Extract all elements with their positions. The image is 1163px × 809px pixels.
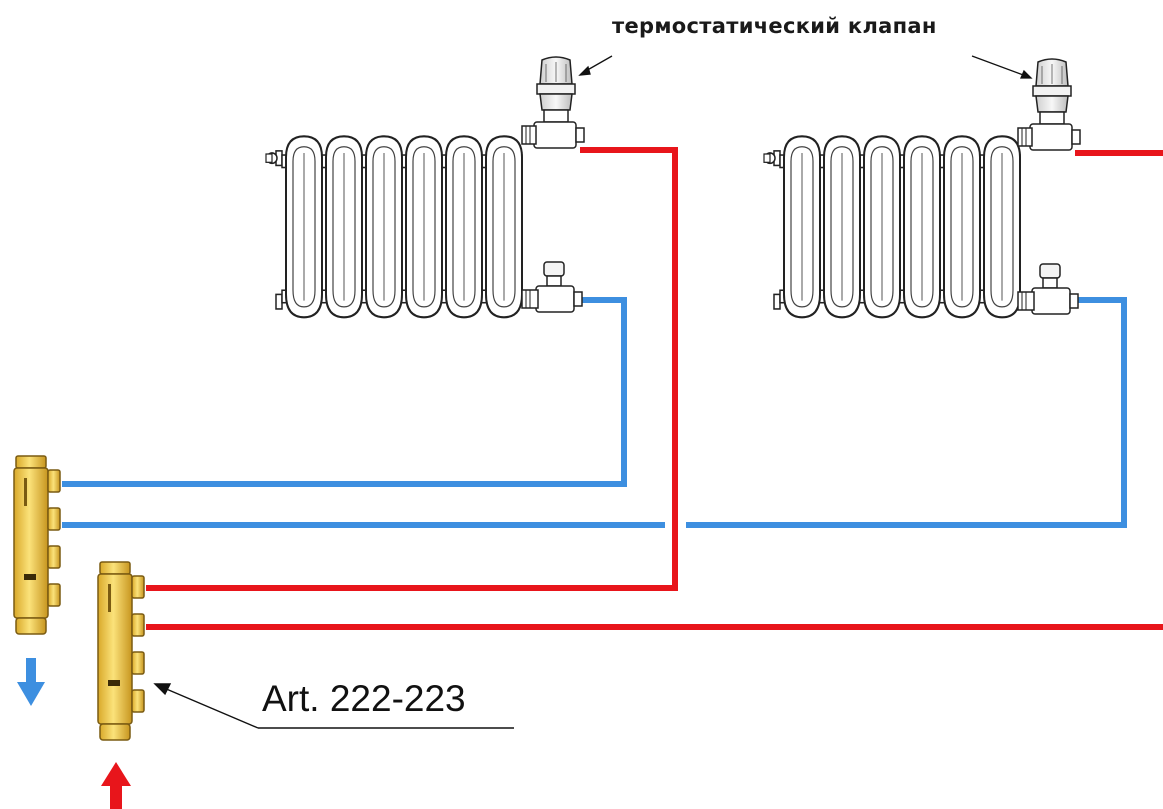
return-pipe-radiator-1 <box>62 297 627 487</box>
arrow-up-icon <box>101 762 131 809</box>
thermostatic-valve-left <box>521 56 585 149</box>
manifold-return <box>13 455 61 635</box>
manifold-supply <box>97 561 145 741</box>
radiator-right <box>764 136 1020 317</box>
return-pipes <box>62 297 1127 528</box>
radiator-left <box>266 136 522 317</box>
return-pipe-radiator-2 <box>686 297 1127 528</box>
thermostatic-valve-right <box>1017 58 1081 151</box>
supply-pipe-radiator-1 <box>146 147 678 591</box>
return-valve-right <box>1017 263 1079 315</box>
arrow-down-icon <box>17 658 45 706</box>
article-leader <box>153 683 514 729</box>
thermostatic-valve-label: термостатический клапан <box>612 14 937 38</box>
article-label: Art. 222-223 <box>262 678 466 719</box>
valve-leader-lines <box>578 55 1033 79</box>
supply-pipes <box>146 147 1163 630</box>
return-valve-left <box>521 261 583 313</box>
